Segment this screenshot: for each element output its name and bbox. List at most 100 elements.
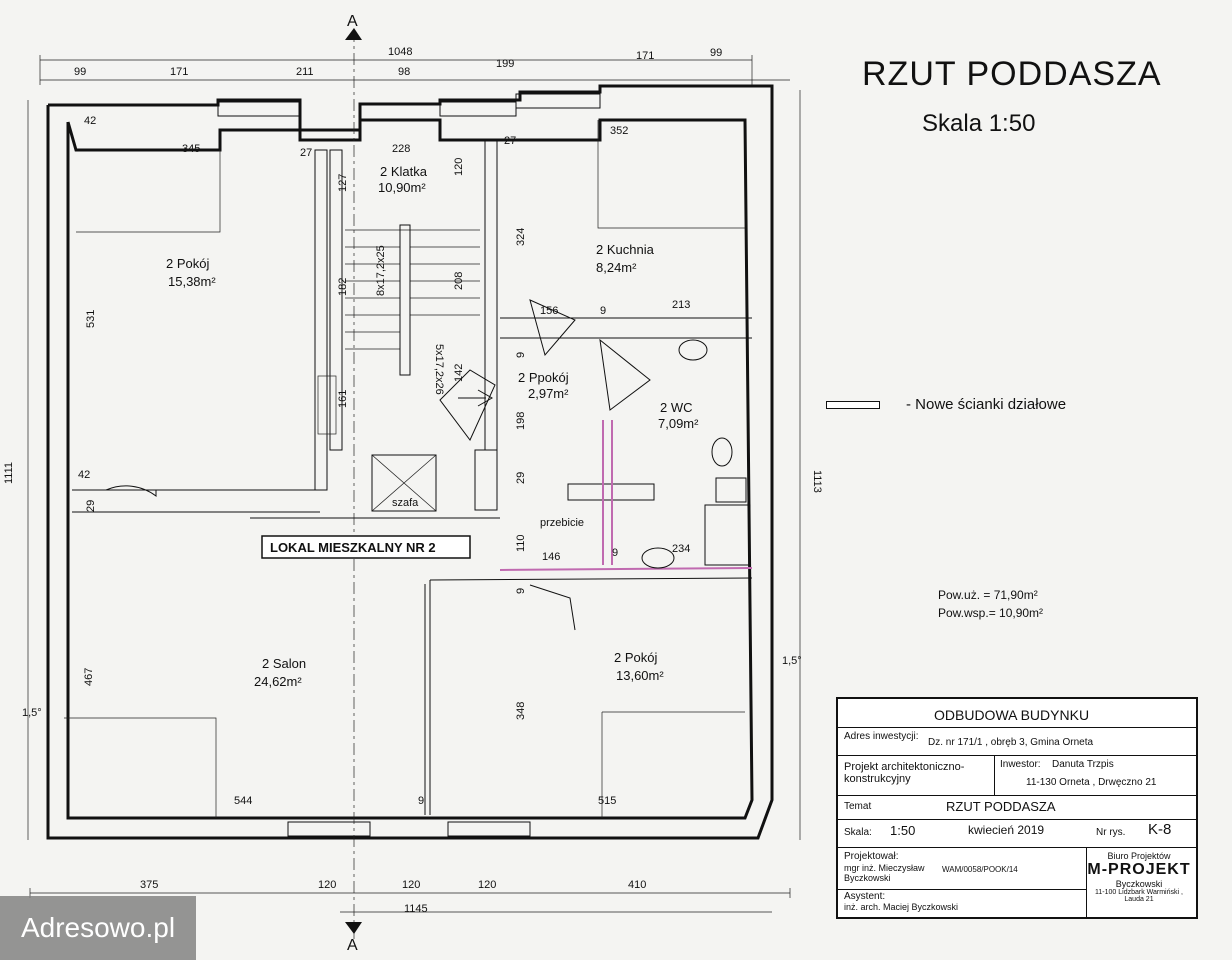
- label-szafa: szafa: [392, 497, 419, 509]
- dim-inner: 348: [515, 702, 527, 720]
- dim-inner: 142: [453, 364, 465, 382]
- section-line: [345, 28, 362, 940]
- dim-inner: 29: [85, 500, 97, 512]
- shared-area: Pow.wsp.= 10,90m²: [938, 606, 1044, 620]
- dim-top-total: 1048: [388, 46, 412, 58]
- lokal-label-box: [261, 535, 471, 559]
- label-przebicie: przebicie: [540, 517, 584, 529]
- dim-inner: 9: [612, 547, 618, 559]
- designer-label: Projektował:: [844, 851, 899, 862]
- dim-bottom-2: 120: [318, 879, 336, 891]
- investor-name: Danuta Trzpis: [1052, 759, 1114, 770]
- designer-name: mgr inż. Mieczysław Byczkowski: [844, 863, 925, 883]
- room-area-salon: 24,62m²: [254, 674, 302, 689]
- dim-height-left: 1111: [3, 462, 15, 484]
- scale-value: 1:50: [890, 823, 916, 838]
- watermark: Adresowo.pl: [0, 896, 196, 960]
- sheet-label: Nr rys.: [1096, 827, 1126, 838]
- title-block: ODBUDOWA BUDYNKU Adres inwestycji: Dz. n…: [836, 697, 1198, 919]
- dim-inner: 110: [515, 534, 527, 552]
- dim-top-7: 99: [710, 47, 722, 59]
- dim-bottom-total: 1145: [404, 903, 428, 915]
- dim-inner: 208: [453, 272, 465, 290]
- room-area-klatka: 10,90m²: [378, 180, 426, 195]
- topic-label: Temat: [844, 801, 872, 812]
- dim-inner: 544: [234, 795, 252, 807]
- dim-inner: 531: [85, 310, 97, 328]
- dim-inner: 9: [418, 795, 424, 807]
- investor-label: Inwestor:: [1000, 759, 1041, 770]
- legend: - Nowe ścianki działowe: [826, 396, 1146, 420]
- project-type: Projekt architektoniczno-konstrukcyjny: [844, 761, 965, 785]
- scale-label: Skala:: [844, 827, 872, 838]
- office-name: M-PROJEKT: [1087, 861, 1191, 878]
- dim-inner: 120: [453, 158, 465, 176]
- dim-inner: 29: [515, 472, 527, 484]
- dim-top-1: 99: [74, 66, 86, 78]
- dim-inner: 27: [300, 147, 312, 159]
- room-name-ppokoj: 2 Ppokój: [518, 370, 569, 385]
- room-name-wc: 2 WC: [660, 400, 693, 415]
- dim-bottom-4: 120: [478, 879, 496, 891]
- dim-inner: 9: [515, 588, 527, 594]
- dim-inner: 345: [182, 143, 200, 155]
- assistant-name: inż. arch. Maciej Byczkowski: [844, 902, 959, 912]
- office-stamp: Biuro Projektów M-PROJEKT Byczkowski 11-…: [1086, 851, 1192, 911]
- investor-address: 11-130 Orneta , Drwęczno 21: [1026, 777, 1157, 788]
- room-area-kuchnia: 8,24m²: [596, 260, 637, 275]
- room-name-kuchnia: 2 Kuchnia: [596, 242, 655, 257]
- date: kwiecień 2019: [968, 823, 1045, 837]
- dim-inner: 161: [337, 390, 349, 408]
- dim-inner: 42: [78, 469, 90, 481]
- room-area-pokoj-right: 13,60m²: [616, 668, 664, 683]
- dim-bottom-3: 120: [402, 879, 420, 891]
- dim-inner: 182: [337, 278, 349, 296]
- dim-inner: 324: [515, 228, 527, 246]
- sheet-value: K-8: [1148, 821, 1172, 838]
- bathroom-fixtures: [641, 339, 751, 569]
- dim-inner: 146: [542, 551, 560, 563]
- dim-inner: 156: [540, 305, 558, 317]
- dim-inner: 9: [515, 352, 527, 358]
- drawing-scale: Skala 1:50: [922, 110, 1036, 137]
- office-header: Biuro Projektów: [1107, 851, 1171, 861]
- dim-inner: 27: [504, 135, 516, 147]
- section-marker-top: A: [347, 13, 358, 30]
- room-name-salon: 2 Salon: [262, 656, 306, 671]
- dim-inner: 213: [672, 299, 690, 311]
- legend-label: - Nowe ścianki działowe: [906, 396, 1067, 413]
- legend-swatch: [826, 401, 880, 409]
- label-slope-left: 1,5°: [22, 707, 42, 719]
- dim-inner: 228: [392, 143, 410, 155]
- assistant-label: Asystent:: [844, 891, 886, 902]
- label-stairs-left: 8x17,2x25: [375, 245, 387, 296]
- lokal-label: LOKAL MIESZKALNY NR 2: [270, 540, 436, 555]
- dim-inner: 467: [83, 668, 95, 686]
- room-area-ppokoj: 2,97m²: [528, 386, 569, 401]
- dim-top-3: 211: [296, 66, 314, 78]
- room-name-pokoj-left: 2 Pokój: [166, 256, 209, 271]
- address-value: Dz. nr 171/1 , obręb 3, Gmina Orneta: [928, 737, 1094, 748]
- room-name-pokoj-right: 2 Pokój: [614, 650, 657, 665]
- dim-inner: 234: [672, 543, 690, 555]
- dim-top-6: 171: [636, 50, 654, 62]
- office-owner: Byczkowski: [1115, 879, 1163, 889]
- dim-inner: 9: [600, 305, 606, 317]
- room-name-klatka: 2 Klatka: [380, 164, 428, 179]
- label-stairs-right: 5x17,2x26: [433, 344, 445, 395]
- drawing-title: RZUT PODDASZA: [862, 55, 1162, 93]
- section-marker-bottom: A: [347, 937, 358, 954]
- project-title: ODBUDOWA BUDYNKU: [934, 707, 1090, 723]
- room-area-wc: 7,09m²: [658, 416, 699, 431]
- license-number: WAM/0058/POOK/14: [942, 865, 1018, 874]
- dim-bottom-1: 375: [140, 879, 158, 891]
- dim-inner: 352: [610, 125, 628, 137]
- interior-walls: [72, 139, 753, 815]
- outer-wall: [46, 84, 774, 840]
- windows: [217, 93, 601, 837]
- usable-area: Pow.uż. = 71,90m²: [938, 588, 1038, 602]
- inner-wall: [66, 118, 754, 820]
- dim-inner: 127: [337, 174, 349, 192]
- furniture: [64, 120, 745, 818]
